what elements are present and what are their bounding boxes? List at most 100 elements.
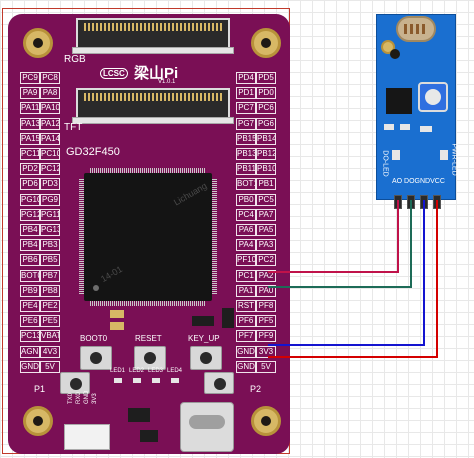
left-pin-label: PC12 — [40, 163, 60, 176]
right-pin-label: PB1 — [256, 178, 276, 191]
right-pin-label: PC6 — [256, 102, 276, 115]
usb-c-port — [180, 402, 234, 452]
left-pin-label: PE5 — [40, 315, 60, 328]
p2-label: P2 — [250, 384, 262, 394]
key-up-button[interactable] — [190, 346, 222, 370]
right-pin-label: PB14 — [256, 132, 276, 145]
left-pin-label: PB3 — [40, 239, 60, 252]
smd-component — [400, 124, 410, 130]
sensor-mount-hole — [381, 40, 400, 59]
right-pin-label: PA5 — [256, 224, 276, 236]
mcu-pins-right — [212, 179, 217, 295]
p2-button[interactable] — [204, 372, 234, 394]
right-pin-label: PC5 — [256, 193, 276, 206]
rgb-ffc-connector — [72, 18, 234, 54]
right-pin-label: PB11 — [236, 163, 256, 176]
right-pin-label: PD5 — [256, 72, 276, 84]
boot0-button[interactable] — [80, 346, 112, 370]
right-pin-label: PA1 — [236, 284, 256, 297]
led-label: LED4 — [167, 368, 183, 374]
left-pin-label: PG9 — [40, 193, 60, 206]
right-pin-label: PC4 — [236, 208, 256, 221]
led-label: LED1 — [110, 368, 126, 374]
right-pin-label: PF7 — [236, 330, 256, 343]
wire-gnd-to-pf9 — [268, 200, 425, 346]
left-pin-label: PC11 — [20, 148, 40, 160]
lcsc-logo: LCSC 梁山Pi V1.0.1 — [100, 62, 204, 85]
right-pin-label: BOT1 — [236, 178, 256, 191]
boot0-label: BOOT0 — [80, 334, 108, 343]
logo-version: V1.0.1 — [158, 79, 176, 85]
right-pin-label: PG6 — [256, 117, 276, 130]
left-pin-label: PB7 — [40, 269, 60, 282]
left-pin-label: PE6 — [20, 315, 40, 328]
right-pin-label: PA4 — [236, 239, 256, 252]
right-pin-label: 3V3 — [256, 345, 276, 358]
left-pin-label: PA10 — [40, 102, 60, 115]
right-pin-label: PD4 — [236, 72, 256, 84]
left-pin-label: PA8 — [40, 87, 60, 100]
left-pin-label: PE2 — [40, 300, 60, 312]
left-pin-label: PG11 — [40, 208, 60, 221]
smd-component — [384, 124, 394, 130]
smd-pad — [110, 310, 124, 318]
mcu-pins-bottom — [90, 301, 206, 306]
right-pin-label: PF8 — [256, 300, 276, 312]
potentiometer[interactable] — [418, 82, 448, 112]
right-pin-label: GND — [236, 360, 256, 373]
mcu-label: GD32F450 — [66, 146, 120, 158]
left-pin-label: PD6 — [20, 178, 40, 191]
right-pin-label: PA7 — [256, 208, 276, 221]
mount-hole-bottom-right — [251, 406, 281, 436]
mount-hole-top-right — [251, 28, 281, 58]
smd-component — [128, 408, 150, 422]
smd-component — [420, 126, 432, 132]
right-pin-label: PA3 — [256, 239, 276, 252]
right-pin-label: PB10 — [256, 163, 276, 176]
right-pin-label: PG7 — [236, 117, 256, 130]
sensor-pin-labels: AO DOGNDVCC — [392, 178, 445, 185]
led-label: LED2 — [129, 368, 145, 374]
smd-component — [222, 308, 234, 328]
left-pin-label: PB9 — [20, 284, 40, 297]
left-pin-label: PB8 — [40, 284, 60, 297]
right-pin-label: PC2 — [256, 254, 276, 267]
left-pin-label: PA14 — [40, 132, 60, 145]
left-pin-label: AGND — [20, 345, 40, 358]
right-pin-label: PF5 — [256, 315, 276, 328]
left-pin-label: PB4 — [20, 224, 40, 236]
left-pin-label: PG12 — [20, 208, 40, 221]
liangshan-pi-board: RGB TFT LCSC 梁山Pi V1.0.1 GD32F450 — [8, 14, 290, 454]
led-indicator — [171, 378, 179, 383]
left-pin-label: GND — [20, 360, 40, 373]
right-pin-label: 5V — [256, 360, 276, 373]
rgb-label: RGB — [64, 54, 86, 65]
right-pin-label: PD0 — [256, 87, 276, 100]
right-pin-label: PA0 — [256, 284, 276, 297]
do-led — [392, 150, 400, 160]
right-pin-label: PB15 — [236, 132, 256, 145]
left-pin-label: VBAT — [40, 330, 60, 343]
logo-name: 梁山Pi — [134, 65, 179, 82]
right-pin-label: RST — [236, 300, 256, 312]
left-pin-label: PD3 — [40, 178, 60, 191]
mount-hole-bottom-left — [23, 406, 53, 436]
reset-button[interactable] — [134, 346, 166, 370]
logo-brand: LCSC — [100, 68, 128, 79]
left-pin-label: PC10 — [40, 148, 60, 160]
mcu-pins-left — [79, 179, 84, 295]
left-pin-label: PB4 — [20, 239, 40, 252]
right-pin-label: GND — [236, 345, 256, 358]
right-pin-label: PF6 — [236, 315, 256, 328]
mount-hole-top-left — [23, 28, 53, 58]
led-label: LED3 — [148, 368, 164, 374]
left-pin-label: 5V — [40, 360, 60, 373]
left-pin-label: PA12 — [40, 117, 60, 130]
wire-vcc-to-3v3 — [268, 200, 438, 358]
smd-component — [192, 316, 214, 326]
left-pin-label: PA13 — [20, 117, 40, 130]
right-pin-label: PD1 — [236, 87, 256, 100]
p1-button[interactable] — [60, 372, 90, 394]
left-pin-label: PD2 — [20, 163, 40, 176]
